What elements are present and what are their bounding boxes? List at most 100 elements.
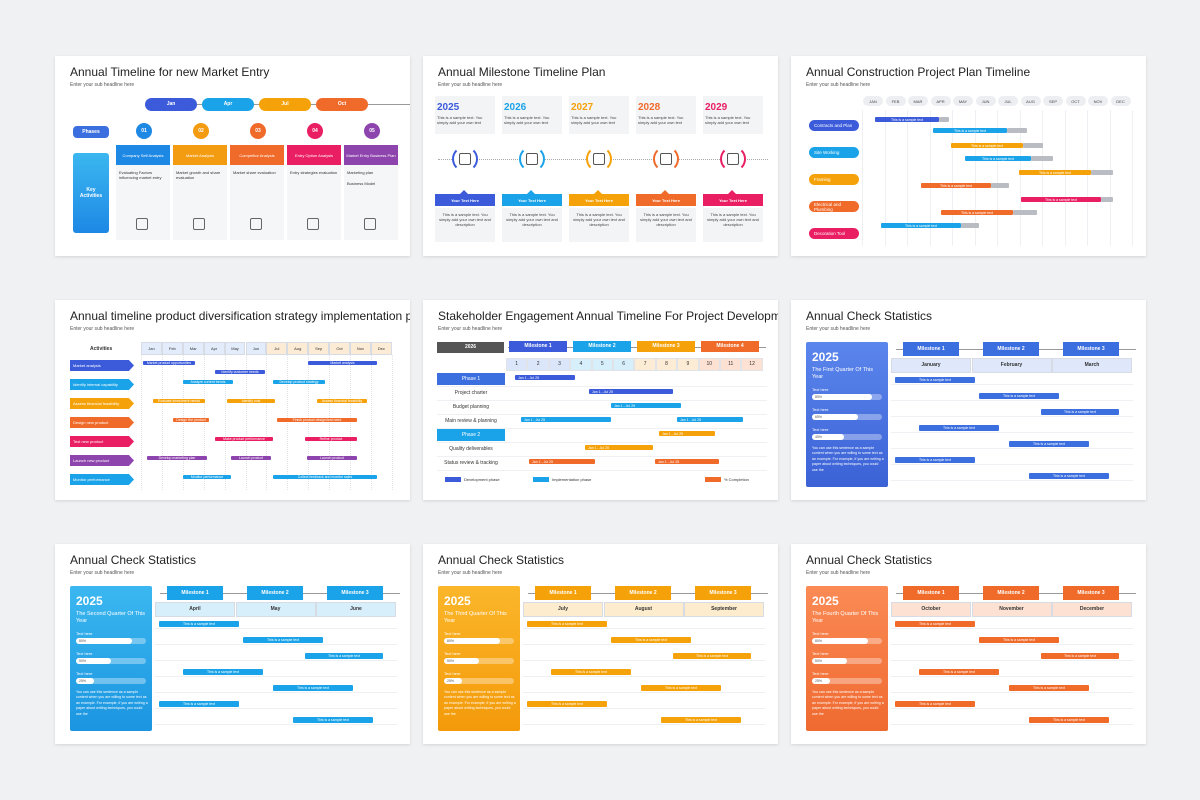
grid-line <box>952 110 953 246</box>
progress-fill: 25% <box>444 678 462 684</box>
progress-remaining <box>1101 197 1113 202</box>
slide-subtitle: Enter your sub headline here <box>806 570 871 576</box>
year-label: 2027 <box>571 102 594 113</box>
milestone-icon <box>720 146 746 172</box>
task-bar: Market analysis <box>308 361 377 365</box>
slide-diversification-plan[interactable]: Annual timeline product diversification … <box>55 300 410 500</box>
slide-subtitle: Enter your sub headline here <box>70 326 135 332</box>
task-bar: Launch product <box>307 456 357 460</box>
year-card <box>435 96 495 134</box>
text-here-label: Text here <box>812 427 829 432</box>
month-header: June <box>316 602 396 617</box>
phase-number: 02 <box>193 123 209 139</box>
slide-stakeholder-timeline[interactable]: Stakeholder Engagement Annual Timeline F… <box>423 300 778 500</box>
task-bar: This is a sample text <box>875 117 939 122</box>
task-bar: This is a sample text <box>1041 653 1119 659</box>
progress-remaining <box>961 223 979 228</box>
month-header: Aug <box>287 342 309 355</box>
slide-subtitle: Enter your sub headline here <box>438 326 503 332</box>
task-bar: This is a sample text <box>951 143 1023 148</box>
year-label: 2026 <box>437 342 504 353</box>
month-header: April <box>155 602 235 617</box>
task-bar: This is a sample text <box>933 128 1007 133</box>
milestone-header: Milestone 2 <box>247 586 303 600</box>
year-sample-text: This is a sample text. You simply add yo… <box>437 115 483 125</box>
month-header: NOV <box>1088 96 1108 106</box>
task-bar: This is a sample text <box>641 685 721 691</box>
slide-subtitle: Enter your sub headline here <box>438 570 503 576</box>
month-number: 5 <box>591 358 613 371</box>
grid-line <box>929 110 931 246</box>
month-number: 11 <box>720 358 742 371</box>
phase-row-label: Project charter <box>454 389 488 396</box>
legend-label: Implementation phase <box>552 477 592 482</box>
grid-line <box>907 110 908 246</box>
activity-label: Launch new product <box>70 455 134 466</box>
month-header: Apr <box>203 342 225 355</box>
slide-title: Annual Check Statistics <box>806 553 933 567</box>
month-number: 1 <box>506 358 528 371</box>
desc-card <box>703 208 763 242</box>
milestone-icon <box>586 146 612 172</box>
task-bar: This is a sample text <box>895 457 975 463</box>
task-bar: This is a sample text <box>1009 685 1089 691</box>
activity-item: Market share evaluation <box>233 170 276 175</box>
task-bar: Develop marketing plan <box>147 456 207 460</box>
grid-line <box>370 355 372 490</box>
progress-fill: 80% <box>76 638 132 644</box>
task-bar: Collect feedback and monitor sales <box>273 475 377 479</box>
task-bar: Identify customer needs <box>215 370 265 374</box>
desc-card <box>435 208 495 242</box>
task-bar: This is a sample text <box>673 653 751 659</box>
task-bar: This is a sample text <box>979 637 1059 643</box>
grid-line <box>974 110 976 246</box>
phase-body <box>173 165 227 240</box>
phase-row-label: Quality deliverables <box>449 445 493 452</box>
row-divider <box>523 660 765 661</box>
progress-fill: 80% <box>812 638 868 644</box>
month-header: AUG <box>1020 96 1041 106</box>
task-bar: This is a sample text <box>895 621 975 627</box>
activity-item: Market growth and share evaluation <box>176 170 221 180</box>
month-header: Jan <box>141 342 162 355</box>
year-label: 2025 <box>437 102 460 113</box>
row-divider <box>891 724 1133 725</box>
activity-label: Assess financial feasibility <box>70 398 134 409</box>
progress-track <box>812 678 882 684</box>
task-bar: This is a sample text <box>527 701 607 707</box>
legend-label: Development phase <box>464 477 500 482</box>
activity-icon <box>193 218 205 230</box>
row-divider <box>891 660 1133 661</box>
grid-line <box>266 355 268 490</box>
month-header: February <box>971 358 1052 373</box>
grid-line <box>997 110 998 246</box>
slide-title: Annual Check Statistics <box>806 309 933 323</box>
quarter-paragraph: You can use this sentence as a sample co… <box>76 690 148 716</box>
task-bar: This is a sample text <box>1029 717 1109 723</box>
text-here-label: Text here <box>76 671 93 676</box>
month-header: Sep <box>308 342 330 355</box>
month-number: 2 <box>527 358 549 371</box>
milestone-header: Milestone 2 <box>983 586 1039 600</box>
your-text-button: Your Text Here <box>703 194 763 206</box>
task-bar: Jan 1 - Jul 25 <box>529 459 595 464</box>
year-sample-text: This is a sample text. You simply add yo… <box>571 115 617 125</box>
grid-line <box>1132 110 1133 246</box>
text-here-label: Text here <box>444 651 461 656</box>
month-header: July <box>523 602 603 617</box>
month-header: Jul <box>266 342 288 355</box>
slide-title: Annual Milestone Timeline Plan <box>438 65 606 79</box>
row-divider <box>891 692 1133 693</box>
gear-icon <box>459 153 471 165</box>
activity-label: Identify internal capability <box>70 379 134 390</box>
gear-icon <box>593 153 605 165</box>
slide-title: Stakeholder Engagement Annual Timeline F… <box>438 309 778 323</box>
row-divider <box>437 400 767 401</box>
slide-construction-plan[interactable]: Annual Construction Project Plan Timelin… <box>791 56 1146 256</box>
